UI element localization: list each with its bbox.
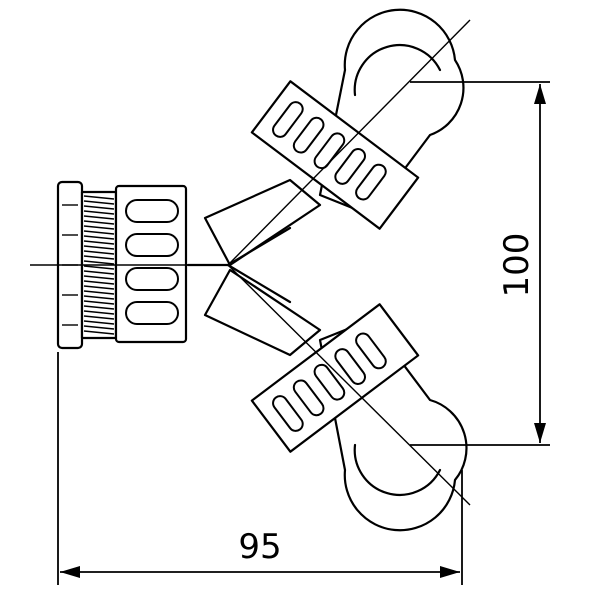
thread-line [83, 260, 115, 265]
thread-line [83, 280, 115, 285]
thread-line [83, 240, 115, 245]
thread-line [83, 225, 115, 230]
thread-line [83, 315, 115, 320]
dimension-95: 95 [57, 352, 463, 585]
thread-line [83, 320, 115, 325]
dimension-width-label: 95 [238, 527, 281, 567]
thread-lines [83, 195, 115, 335]
thread-line [83, 300, 115, 305]
thread-line [83, 195, 115, 200]
thread-line [83, 245, 115, 250]
dimension-height-label: 100 [497, 233, 537, 298]
thread-line [83, 220, 115, 225]
thread-line [83, 325, 115, 330]
thread-line [83, 270, 115, 275]
upper-branch [203, 8, 465, 267]
thread-line [83, 230, 115, 235]
thread-line [83, 235, 115, 240]
center-lines [30, 19, 471, 506]
thread-line [83, 205, 115, 210]
thread-line [83, 215, 115, 220]
thread-line [83, 295, 115, 300]
upper-union-nut [250, 80, 420, 230]
thread-line [83, 200, 115, 205]
thread-line [83, 305, 115, 310]
thread-line [83, 330, 115, 335]
thread-line [83, 275, 115, 280]
thread-line [83, 285, 115, 290]
lower-pipe [203, 268, 322, 357]
lower-branch [203, 268, 468, 532]
thread-line [83, 290, 115, 295]
thread-line [83, 310, 115, 315]
dimension-100: 100 [410, 81, 550, 446]
lower-union-nut [250, 303, 420, 453]
thread-line [83, 250, 115, 255]
thread-line [83, 255, 115, 260]
upper-pipe [203, 178, 322, 267]
thread-line [83, 265, 115, 270]
thread-line [83, 210, 115, 215]
